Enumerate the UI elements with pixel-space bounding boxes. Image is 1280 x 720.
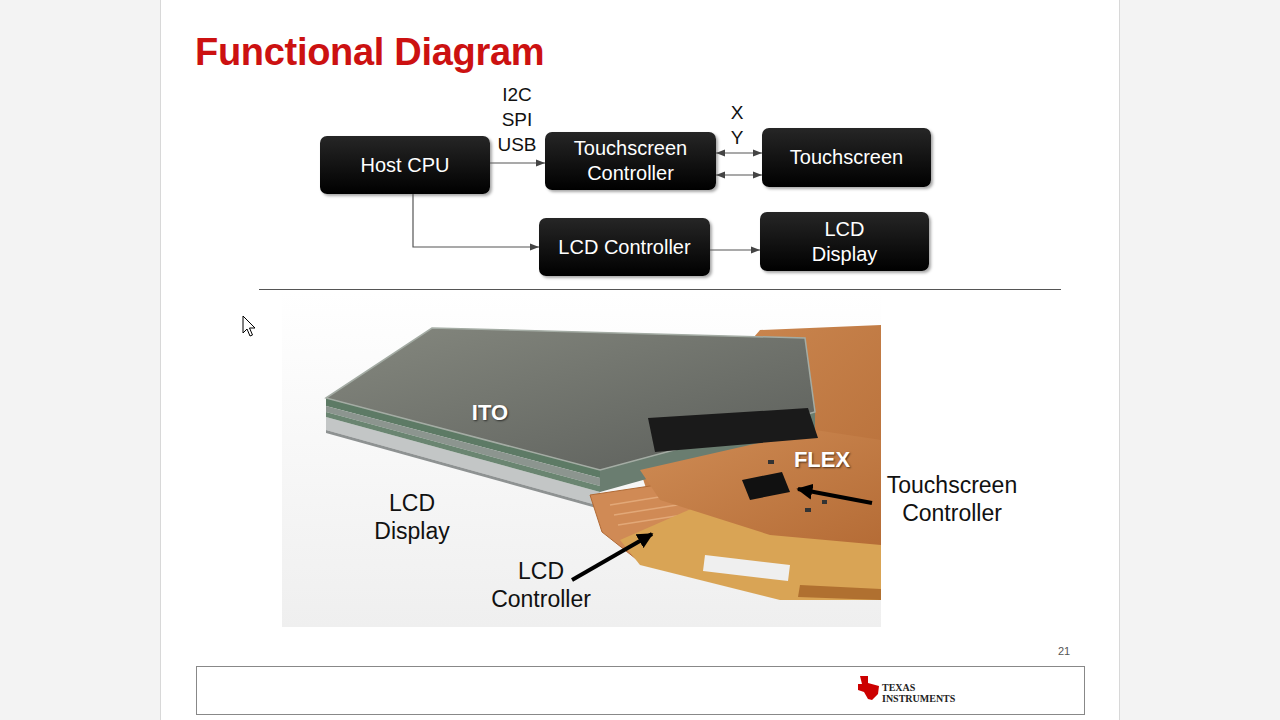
connector-arrow bbox=[716, 152, 762, 153]
divider-rule bbox=[259, 289, 1061, 290]
mouse-cursor bbox=[243, 316, 255, 336]
photo-label: FLEX bbox=[770, 446, 874, 474]
block-box: Touchscreen bbox=[762, 128, 931, 187]
controller-chip bbox=[742, 472, 790, 500]
slide-background bbox=[160, 0, 1120, 720]
ribbon-sticker bbox=[703, 555, 790, 581]
company-logo-text: TEXAS INSTRUMENTS bbox=[882, 682, 977, 704]
box-label: Touchscreen bbox=[790, 145, 903, 170]
ribbon-contacts bbox=[798, 585, 881, 600]
signal-label: Y bbox=[722, 125, 752, 150]
box-label: Host CPU bbox=[361, 153, 450, 178]
connector-arrow bbox=[716, 174, 762, 175]
photo-label: ITO bbox=[440, 399, 540, 427]
box-label: Touchscreen Controller bbox=[561, 136, 701, 186]
block-box: LCD Display bbox=[760, 212, 929, 271]
callout-arrow bbox=[572, 534, 652, 580]
box-label: LCD Controller bbox=[558, 235, 690, 260]
black-tape bbox=[648, 408, 818, 452]
slide-title: Functional Diagram bbox=[195, 30, 544, 74]
connector-arrow bbox=[413, 194, 539, 247]
connector-arrow bbox=[490, 162, 545, 163]
smd-component bbox=[822, 500, 827, 504]
callout-label: LCD Controller bbox=[481, 557, 601, 613]
slide-edge bbox=[160, 0, 161, 720]
slide-edge bbox=[1119, 0, 1120, 720]
page-number: 21 bbox=[1052, 644, 1076, 658]
callout-label: Touchscreen Controller bbox=[872, 471, 1032, 527]
block-box: Touchscreen Controller bbox=[545, 132, 716, 190]
smd-component bbox=[768, 460, 774, 464]
callout-label: LCD Display bbox=[357, 489, 467, 545]
block-box: LCD Controller bbox=[539, 218, 710, 276]
block-box: Host CPU bbox=[320, 136, 490, 194]
connector-arrow bbox=[710, 249, 760, 250]
photo-background bbox=[282, 292, 881, 627]
box-label: LCD Display bbox=[810, 217, 880, 267]
signal-label: X bbox=[722, 100, 752, 125]
footer-box bbox=[197, 667, 1085, 715]
signal-label: I2C SPI USB bbox=[492, 82, 542, 157]
logo-symbol bbox=[858, 676, 879, 700]
callout-arrow bbox=[798, 489, 872, 503]
smd-component bbox=[805, 508, 811, 512]
